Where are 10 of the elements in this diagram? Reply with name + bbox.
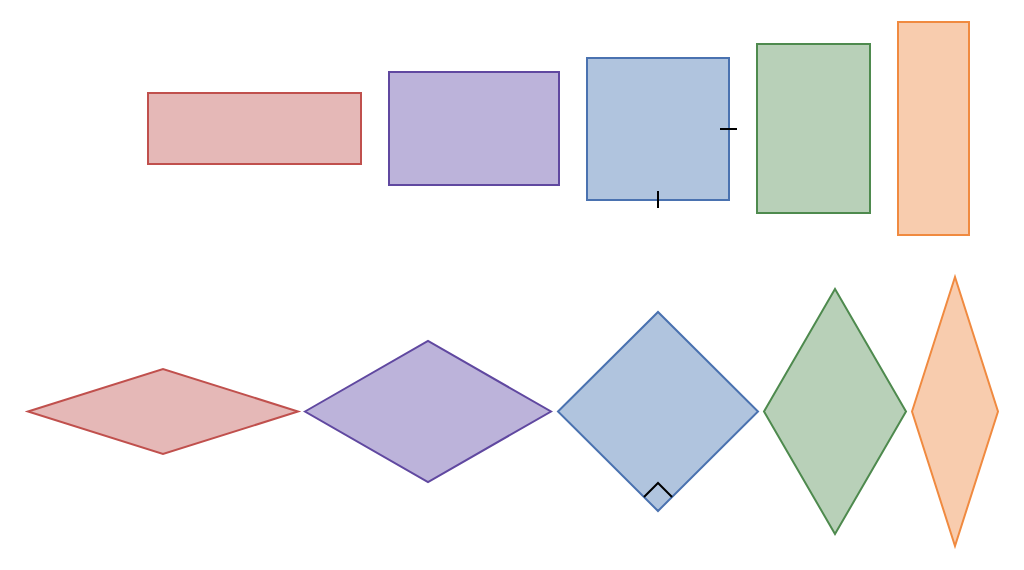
rhombus (910, 273, 1000, 550)
rectangle (147, 92, 362, 165)
rhombus (303, 339, 553, 484)
rectangle (388, 71, 560, 186)
rectangle (897, 21, 970, 236)
rectangle (586, 57, 730, 201)
rhombus (24, 367, 302, 456)
rhombus (556, 310, 760, 513)
rectangle (756, 43, 871, 214)
rhombus (762, 287, 908, 536)
